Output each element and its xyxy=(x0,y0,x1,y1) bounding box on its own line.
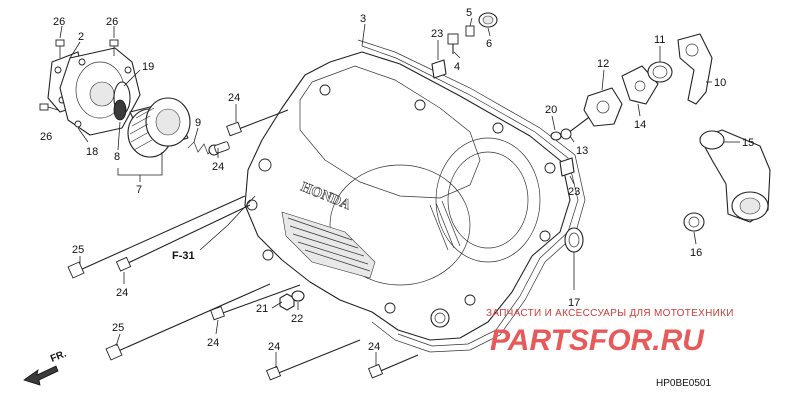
watermark-logo: PARTSFOR.RU xyxy=(490,324,705,357)
callout-22: 22 xyxy=(291,313,303,325)
callout-21: 21 xyxy=(256,303,268,315)
callout-17: 17 xyxy=(568,297,580,309)
oil-filter-element xyxy=(127,97,191,158)
boss-9 xyxy=(414,99,426,111)
long-bolt-24-bottom xyxy=(367,354,419,379)
bolt-26-a xyxy=(55,39,65,58)
crankcase-cover: HONDA xyxy=(244,39,586,353)
cover-body xyxy=(244,51,571,341)
callout-15: 15 xyxy=(742,137,754,149)
filter-cover-assembly xyxy=(47,47,230,158)
callout-26: 26 xyxy=(40,131,52,143)
callout-3: 3 xyxy=(360,13,366,25)
callout-16: 16 xyxy=(690,247,702,259)
washer-22 xyxy=(291,290,305,302)
screw-4 xyxy=(447,33,459,54)
callout-8: 8 xyxy=(114,151,120,163)
boss-8 xyxy=(492,122,504,134)
callout-labels: 26 26 2 19 26 18 8 7 9 24 24 3 23 5 6 4 … xyxy=(40,7,754,353)
diagram-code: HP0BE0501 xyxy=(656,378,711,389)
callout-5: 5 xyxy=(466,7,472,19)
section-reference: F-31 xyxy=(172,250,195,262)
callout-20: 20 xyxy=(545,104,557,116)
drain-plug xyxy=(430,308,450,328)
long-bolt-25-lower xyxy=(105,283,271,361)
callout-9: 9 xyxy=(195,117,201,129)
callout-23: 23 xyxy=(568,186,580,198)
lever-15 xyxy=(699,129,771,223)
boss-7 xyxy=(544,162,556,174)
callout-23: 23 xyxy=(431,28,443,40)
callout-24: 24 xyxy=(116,287,128,299)
callout-24: 24 xyxy=(207,337,219,349)
long-bolt-24-mid xyxy=(115,204,251,272)
leader-lines xyxy=(59,17,740,368)
callout-19: 19 xyxy=(142,61,154,73)
callout-24: 24 xyxy=(212,161,224,173)
callout-25: 25 xyxy=(112,322,124,334)
callout-26: 26 xyxy=(53,16,65,28)
long-bolt-24-low xyxy=(265,339,361,381)
cover-gasket xyxy=(357,39,586,353)
dowel-23-upper xyxy=(431,59,447,79)
cover-right-dome-inner xyxy=(447,151,529,249)
callout-7: 7 xyxy=(136,184,142,196)
callout-18: 18 xyxy=(86,146,98,158)
holder-12 xyxy=(583,87,623,127)
seal-16 xyxy=(683,212,705,232)
callout-26: 26 xyxy=(106,16,118,28)
boss-5 xyxy=(464,294,476,306)
cover-center-dome xyxy=(329,164,471,286)
watermark-tagline: ЗАПЧАСТИ И АКСЕССУАРЫ ДЛЯ МОТОТЕХНИКИ xyxy=(486,308,734,319)
boss-6 xyxy=(539,230,551,242)
o-ring-20 xyxy=(550,131,562,141)
long-bolt-24-lowmid xyxy=(210,284,301,321)
bolt-26-c xyxy=(39,103,59,111)
watermark: ЗАПЧАСТИ И АКСЕССУАРЫ ДЛЯ МОТОТЕХНИКИ PA… xyxy=(486,308,734,357)
bearing-17 xyxy=(564,227,584,253)
cover-fins xyxy=(281,211,376,279)
nut-21 xyxy=(279,293,295,311)
callout-13: 13 xyxy=(576,145,588,157)
spring-9 xyxy=(187,141,220,156)
front-arrow: FR. xyxy=(23,348,68,386)
boss-1 xyxy=(258,158,272,172)
bolt-26-b xyxy=(109,39,119,56)
boss-3 xyxy=(262,249,274,261)
front-arrow-label: FR. xyxy=(49,348,68,364)
callout-24: 24 xyxy=(268,341,280,353)
callout-24: 24 xyxy=(228,92,240,104)
arm-10 xyxy=(677,33,713,105)
boss-2 xyxy=(246,199,258,211)
cover-right-dome xyxy=(435,137,541,263)
callout-11: 11 xyxy=(654,34,665,46)
boss-4 xyxy=(384,302,396,314)
o-ring-8 xyxy=(113,99,127,121)
boss-10 xyxy=(319,84,331,96)
callout-24: 24 xyxy=(368,341,380,353)
callout-14: 14 xyxy=(634,119,646,131)
callout-25: 25 xyxy=(72,244,84,256)
screw-24-filter xyxy=(214,141,230,154)
cover-ribs xyxy=(429,200,461,251)
long-bolt-24-upper xyxy=(226,109,289,137)
callout-4: 4 xyxy=(454,61,460,73)
bolt-5 xyxy=(465,25,475,37)
spring-11 xyxy=(647,61,673,83)
long-bolt-25-upper xyxy=(67,195,246,279)
cap-6 xyxy=(478,12,498,28)
callout-12: 12 xyxy=(597,58,609,70)
callout-6: 6 xyxy=(486,38,492,50)
cover-upper-lobe xyxy=(299,65,481,199)
dowel-23-right xyxy=(559,157,575,177)
callout-2: 2 xyxy=(78,31,84,43)
callout-10: 10 xyxy=(714,77,726,89)
